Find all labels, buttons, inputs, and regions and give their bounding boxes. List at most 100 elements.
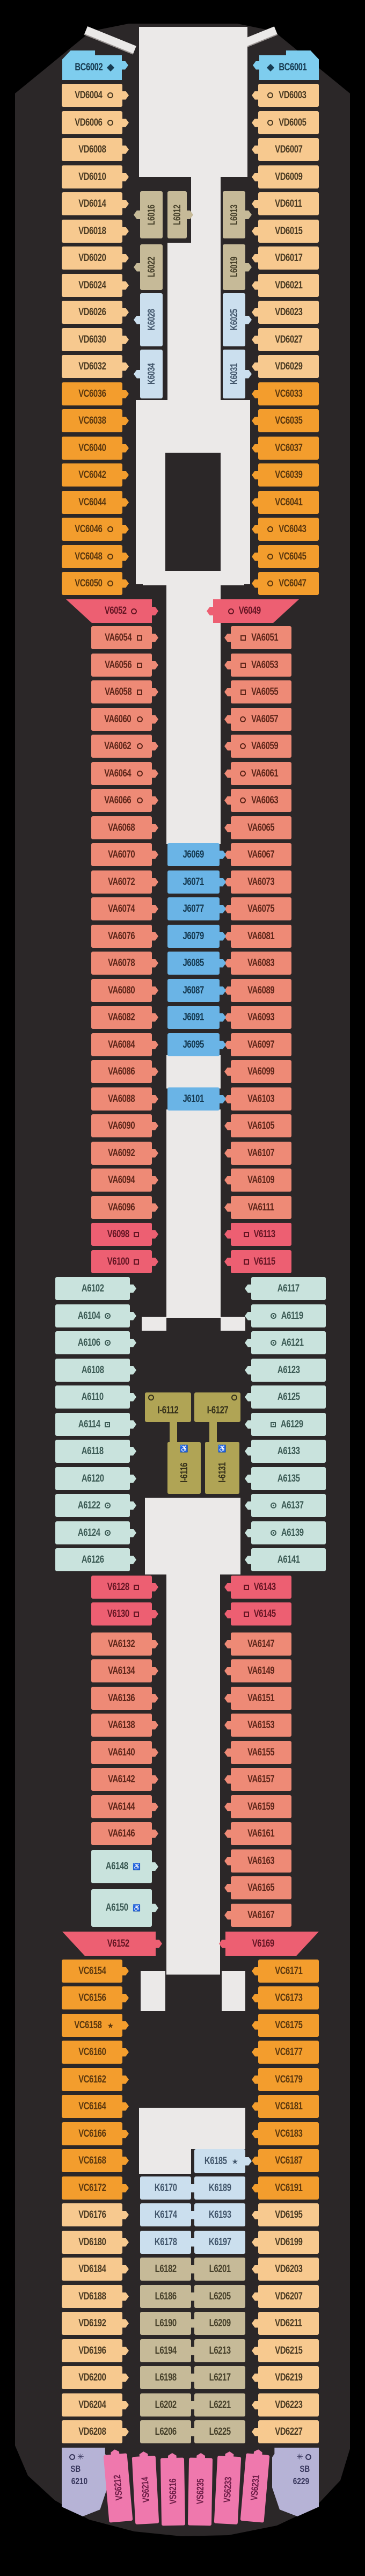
cabin-vc6040[interactable]: VC6040: [62, 437, 129, 460]
cabin-va6167[interactable]: VA6167: [224, 1904, 291, 1927]
cabin-va6078[interactable]: VA6078: [91, 952, 158, 975]
cabin-va6057[interactable]: VA6057: [224, 708, 291, 731]
cabin-l6205[interactable]: L6205: [188, 2285, 245, 2308]
cabin-vd6219[interactable]: VD6219: [252, 2366, 319, 2389]
cabin-vd6015[interactable]: VD6015: [252, 220, 319, 243]
cabin-l6201[interactable]: L6201: [188, 2258, 245, 2281]
cabin-va6146[interactable]: VA6146: [91, 1822, 158, 1845]
cabin-vc6045[interactable]: VC6045: [252, 545, 319, 568]
cabin-va6086[interactable]: VA6086: [91, 1060, 158, 1083]
cabin-vc6173[interactable]: VC6173: [252, 1986, 319, 2009]
cabin-k6025[interactable]: K6025: [223, 293, 252, 346]
cabin-vd6026[interactable]: VD6026: [62, 301, 129, 324]
cabin-vd6009[interactable]: VD6009: [252, 165, 319, 188]
cabin-va6072[interactable]: VA6072: [91, 870, 158, 894]
cabin-vs6233[interactable]: VS6233: [214, 2456, 242, 2525]
cabin-va6073[interactable]: VA6073: [224, 870, 291, 894]
cabin-vd6018[interactable]: VD6018: [62, 220, 129, 243]
cabin-a6124[interactable]: A6124: [55, 1521, 136, 1544]
cabin-va6136[interactable]: VA6136: [91, 1687, 158, 1710]
cabin-j6071[interactable]: J6071: [167, 870, 226, 894]
cabin-va6084[interactable]: VA6084: [91, 1033, 158, 1056]
cabin-va6090[interactable]: VA6090: [91, 1114, 158, 1137]
cabin-a6117[interactable]: A6117: [245, 1277, 326, 1300]
cabin-vc6172[interactable]: VC6172: [62, 2176, 129, 2200]
cabin-i-6131[interactable]: ♿I-6131: [205, 1442, 239, 1494]
cabin-vc6035[interactable]: VC6035: [252, 409, 319, 432]
cabin-vd6199[interactable]: VD6199: [252, 2231, 319, 2254]
cabin-vd6027[interactable]: VD6027: [252, 328, 319, 351]
cabin-v6130[interactable]: V6130: [91, 1602, 158, 1626]
cabin-vc6162[interactable]: VC6162: [62, 2068, 129, 2091]
cabin-va6105[interactable]: VA6105: [224, 1114, 291, 1137]
cabin-va6155[interactable]: VA6155: [224, 1741, 291, 1764]
cabin-va6149[interactable]: VA6149: [224, 1659, 291, 1682]
cabin-vc6154[interactable]: VC6154: [62, 1960, 129, 1983]
cabin-vd6204[interactable]: VD6204: [62, 2393, 129, 2417]
cabin-vd6030[interactable]: VD6030: [62, 328, 129, 351]
cabin-a6129[interactable]: A6129: [245, 1413, 326, 1436]
cabin-vd6223[interactable]: VD6223: [252, 2393, 319, 2417]
cabin-a6118[interactable]: A6118: [55, 1440, 136, 1463]
cabin-va6094[interactable]: VA6094: [91, 1169, 158, 1192]
cabin-vc6156[interactable]: VC6156: [62, 1986, 129, 2009]
cabin-vd6006[interactable]: VD6006: [62, 111, 129, 134]
cabin-vd6029[interactable]: VD6029: [252, 355, 319, 378]
cabin-i-6112[interactable]: I-6112: [145, 1392, 191, 1422]
cabin-vc6036[interactable]: VC6036: [62, 382, 129, 405]
cabin-va6144[interactable]: VA6144: [91, 1795, 158, 1818]
cabin-v6169[interactable]: V6169: [225, 1932, 319, 1956]
cabin-va6061[interactable]: VA6061: [224, 762, 291, 785]
cabin-a6135[interactable]: A6135: [245, 1467, 326, 1490]
cabin-k6189[interactable]: K6189: [188, 2176, 245, 2200]
cabin-vd6023[interactable]: VD6023: [252, 301, 319, 324]
cabin-l6209[interactable]: L6209: [188, 2312, 245, 2335]
cabin-va6066[interactable]: VA6066: [91, 789, 158, 812]
cabin-vc6044[interactable]: VC6044: [62, 491, 129, 514]
cabin-vd6010[interactable]: VD6010: [62, 165, 129, 188]
cabin-va6132[interactable]: VA6132: [91, 1632, 158, 1656]
cabin-vd6207[interactable]: VD6207: [252, 2285, 319, 2308]
cabin-vd6005[interactable]: VD6005: [252, 111, 319, 134]
cabin-va6062[interactable]: VA6062: [91, 735, 158, 758]
cabin-a6150[interactable]: A6150♿: [91, 1889, 158, 1927]
cabin-vd6021[interactable]: VD6021: [252, 274, 319, 297]
cabin-l6213[interactable]: L6213: [188, 2339, 245, 2362]
cabin-va6058[interactable]: VA6058: [91, 680, 158, 703]
cabin-vc6050[interactable]: VC6050: [62, 572, 129, 595]
cabin-v6128[interactable]: V6128: [91, 1576, 158, 1599]
cabin-v6115[interactable]: V6115: [224, 1250, 291, 1273]
cabin-a6125[interactable]: A6125: [245, 1385, 326, 1409]
cabin-va6063[interactable]: VA6063: [224, 789, 291, 812]
cabin-v6113[interactable]: V6113: [224, 1223, 291, 1246]
cabin-a6106[interactable]: A6106: [55, 1331, 136, 1354]
cabin-bc6002[interactable]: BC6002: [62, 50, 122, 80]
cabin-l6202[interactable]: L6202: [140, 2393, 198, 2417]
cabin-k6170[interactable]: K6170: [140, 2176, 198, 2200]
cabin-vs6216[interactable]: VS6216: [160, 2458, 186, 2526]
cabin-a6141[interactable]: A6141: [245, 1548, 326, 1571]
cabin-va6056[interactable]: VA6056: [91, 654, 158, 677]
cabin-va6076[interactable]: VA6076: [91, 925, 158, 948]
cabin-va6111[interactable]: VA6111: [224, 1196, 291, 1219]
cabin-a6102[interactable]: A6102: [55, 1277, 136, 1300]
cabin-vd6208[interactable]: VD6208: [62, 2420, 129, 2443]
cabin-vd6203[interactable]: VD6203: [252, 2258, 319, 2281]
cabin-va6140[interactable]: VA6140: [91, 1741, 158, 1764]
cabin-va6074[interactable]: VA6074: [91, 897, 158, 920]
cabin-vc6179[interactable]: VC6179: [252, 2068, 319, 2091]
cabin-va6161[interactable]: VA6161: [224, 1822, 291, 1845]
cabin-vc6171[interactable]: VC6171: [252, 1960, 319, 1983]
cabin-va6165[interactable]: VA6165: [224, 1876, 291, 1899]
cabin-l6019[interactable]: L6019: [223, 244, 252, 290]
cabin-vd6017[interactable]: VD6017: [252, 246, 319, 270]
cabin-vc6043[interactable]: VC6043: [252, 518, 319, 541]
cabin-va6103[interactable]: VA6103: [224, 1087, 291, 1111]
cabin-l6225[interactable]: L6225: [188, 2420, 245, 2443]
cabin-va6055[interactable]: VA6055: [224, 680, 291, 703]
cabin-vc6042[interactable]: VC6042: [62, 463, 129, 487]
cabin-va6075[interactable]: VA6075: [224, 897, 291, 920]
cabin-vd6032[interactable]: VD6032: [62, 355, 129, 378]
cabin-a6122[interactable]: A6122: [55, 1494, 136, 1517]
